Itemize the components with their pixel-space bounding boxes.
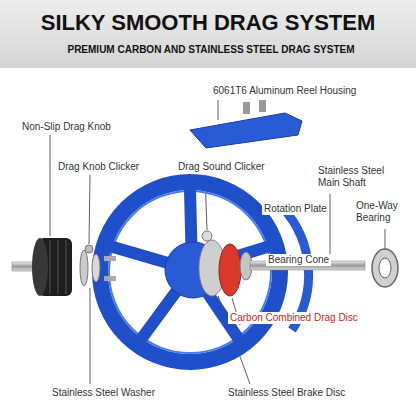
knob-rib	[66, 240, 67, 294]
part-label: One-Way Bearing	[354, 200, 412, 224]
part-label: Bearing Cone	[266, 254, 331, 266]
title: SILKY SMOOTH DRAG SYSTEM	[0, 10, 416, 36]
part-label: Stainless Steel Brake Disc	[226, 387, 347, 399]
leader-line	[90, 288, 91, 384]
washer	[92, 254, 100, 282]
part-label: Rotation Plate	[262, 203, 329, 215]
housing-piece	[190, 113, 302, 148]
carbon-disc	[219, 244, 241, 296]
knob-rib	[58, 240, 59, 294]
leader-lines	[50, 100, 385, 384]
knob-rib	[50, 240, 51, 294]
part-label: Stainless Steel Washer	[50, 387, 157, 399]
drag-knob-face	[32, 238, 48, 296]
part-label: Carbon Combined Drag Disc	[228, 312, 360, 324]
pin	[104, 256, 116, 261]
knob-ribs	[50, 240, 66, 294]
sound-clicker	[202, 231, 212, 241]
spool-ring-edge	[109, 191, 271, 353]
subtitle: PREMIUM CARBON AND STAINLESS STEEL DRAG …	[3, 44, 416, 56]
washer	[80, 250, 88, 286]
part-label: Drag Knob Clicker	[56, 161, 141, 173]
leader-line	[330, 194, 331, 258]
screw	[259, 100, 266, 112]
leader-line	[89, 175, 90, 244]
leader-line	[218, 100, 219, 120]
part-label: Stainless Steel Main Shaft	[316, 165, 402, 189]
part-label: Drag Sound Clicker	[176, 161, 267, 173]
leader-line	[50, 135, 51, 236]
part-label: 6061T6 Aluminum Reel Housing	[211, 85, 358, 97]
part-label: Non-Slip Drag Knob	[20, 121, 113, 133]
pin	[104, 276, 116, 281]
screw	[243, 102, 250, 114]
one-way-bearing	[372, 249, 398, 287]
spool-ring	[100, 182, 280, 362]
leader-line	[385, 229, 386, 249]
bearing-bore	[379, 258, 391, 278]
